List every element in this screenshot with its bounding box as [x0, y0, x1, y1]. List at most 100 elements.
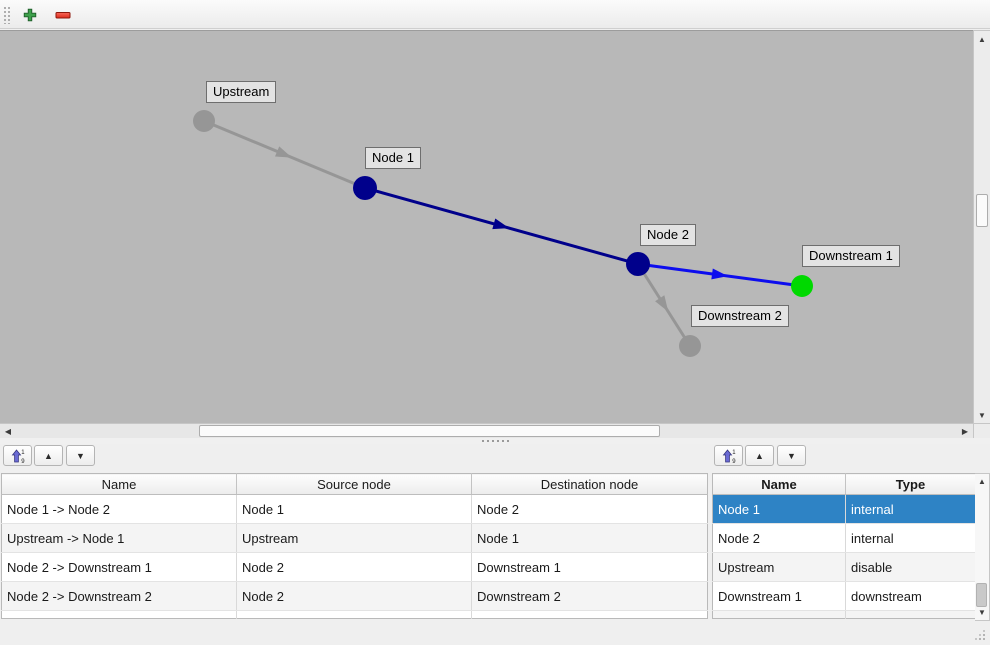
cell[interactable]: Node 2: [236, 581, 472, 611]
cell[interactable]: Upstream -> Node 1: [1, 523, 237, 553]
down-arrow-glyph: ▼: [978, 410, 986, 420]
edges-move-up-button[interactable]: ▲: [34, 445, 63, 466]
vertical-splitter[interactable]: [707, 444, 712, 622]
up-arrow-glyph: ▲: [978, 34, 986, 44]
table-vscroll-thumb[interactable]: [976, 583, 987, 607]
column-header[interactable]: Source node: [236, 473, 472, 495]
edge-arrow-icon: [492, 218, 510, 230]
move-up-icon: ▲: [755, 450, 764, 461]
add-node-button[interactable]: [17, 4, 43, 25]
remove-node-button[interactable]: [50, 4, 76, 25]
splitter-grip-icon: [482, 440, 484, 442]
graph-node[interactable]: [791, 275, 813, 297]
edges-sort-button[interactable]: 1 9: [3, 445, 32, 466]
vscroll-thumb[interactable]: [976, 194, 988, 227]
node-label[interactable]: Downstream 2: [691, 305, 789, 327]
move-down-icon: ▼: [787, 450, 796, 461]
column-header[interactable]: Name: [712, 473, 846, 495]
nodes-table-vscrollbar[interactable]: ▲ ▼: [975, 473, 990, 621]
cell[interactable]: Upstream: [236, 523, 472, 553]
toolbar-drag-handle[interactable]: [3, 6, 11, 24]
empty-partial-row: [1, 610, 708, 619]
cell: [846, 611, 976, 619]
scrollbar-corner: [973, 423, 990, 438]
edge-arrow-icon: [655, 295, 669, 312]
scroll-down-icon[interactable]: ▼: [975, 605, 989, 620]
nodes-sort-button[interactable]: 1 9: [714, 445, 743, 466]
node-label[interactable]: Node 1: [365, 147, 421, 169]
cell: [712, 610, 846, 619]
up-arrow-glyph: ▲: [978, 477, 986, 486]
sort-last-label: 9: [732, 459, 736, 464]
cell[interactable]: Node 2: [236, 552, 472, 582]
graph-svg: [193, 110, 813, 357]
window-resize-grip[interactable]: [983, 638, 985, 640]
cell: [236, 610, 472, 619]
cell[interactable]: Node 1: [712, 494, 846, 524]
graph-node[interactable]: [626, 252, 650, 276]
cell[interactable]: Node 2 -> Downstream 2: [1, 581, 237, 611]
canvas-hscrollbar[interactable]: ◀ ▶: [0, 423, 973, 438]
move-down-icon: ▼: [76, 450, 85, 461]
move-up-icon: ▲: [44, 450, 53, 461]
canvas-vscrollbar[interactable]: ▲ ▼: [973, 30, 990, 423]
cell[interactable]: disable: [845, 552, 976, 582]
column-header[interactable]: Destination node: [471, 473, 708, 495]
sort-ascending-icon: 1 9: [722, 448, 736, 464]
column-header[interactable]: Name: [1, 473, 237, 495]
scroll-right-icon[interactable]: ▶: [957, 424, 973, 438]
cell[interactable]: Node 1: [471, 523, 708, 553]
scroll-left-icon[interactable]: ◀: [0, 424, 16, 438]
edges-move-down-button[interactable]: ▼: [66, 445, 95, 466]
sort-ascending-icon: 1 9: [11, 448, 25, 464]
cell[interactable]: Node 2 -> Downstream 1: [1, 552, 237, 582]
cell[interactable]: Node 2: [471, 494, 708, 524]
cell[interactable]: Downstream 1: [471, 552, 708, 582]
node-label[interactable]: Node 2: [640, 224, 696, 246]
cell[interactable]: Node 1 -> Node 2: [1, 494, 237, 524]
graph-node[interactable]: [679, 335, 701, 357]
cell[interactable]: downstream: [845, 581, 976, 611]
right-arrow-glyph: ▶: [961, 426, 969, 436]
left-arrow-glyph: ◀: [4, 426, 12, 436]
scroll-up-icon[interactable]: ▲: [974, 31, 990, 47]
node-label[interactable]: Upstream: [206, 81, 277, 103]
main-toolbar: [0, 0, 990, 29]
nodes-move-up-button[interactable]: ▲: [745, 445, 774, 466]
hscroll-thumb[interactable]: [199, 425, 660, 437]
cell[interactable]: internal: [845, 494, 976, 524]
down-arrow-glyph: ▼: [978, 608, 986, 617]
node-label[interactable]: Downstream 1: [802, 245, 900, 267]
cell[interactable]: Node 1: [236, 494, 472, 524]
cell[interactable]: internal: [845, 523, 976, 553]
nodes-move-down-button[interactable]: ▼: [777, 445, 806, 466]
sort-first-label: 1: [21, 450, 25, 456]
scroll-down-icon[interactable]: ▼: [974, 407, 990, 423]
minus-icon: [55, 11, 71, 18]
cell: [1, 610, 237, 619]
graph-node[interactable]: [353, 176, 377, 200]
cell[interactable]: Upstream: [712, 552, 846, 582]
cell[interactable]: Node 2: [712, 523, 846, 553]
sort-last-label: 9: [21, 459, 25, 464]
horizontal-splitter[interactable]: [0, 438, 990, 444]
cell[interactable]: Downstream 2: [471, 581, 708, 611]
scroll-up-icon[interactable]: ▲: [975, 474, 989, 489]
edge-arrow-icon: [711, 268, 728, 280]
graph-node[interactable]: [193, 110, 215, 132]
sort-first-label: 1: [732, 450, 736, 456]
column-header[interactable]: Type: [845, 473, 976, 495]
cell[interactable]: Downstream 1: [712, 581, 846, 611]
